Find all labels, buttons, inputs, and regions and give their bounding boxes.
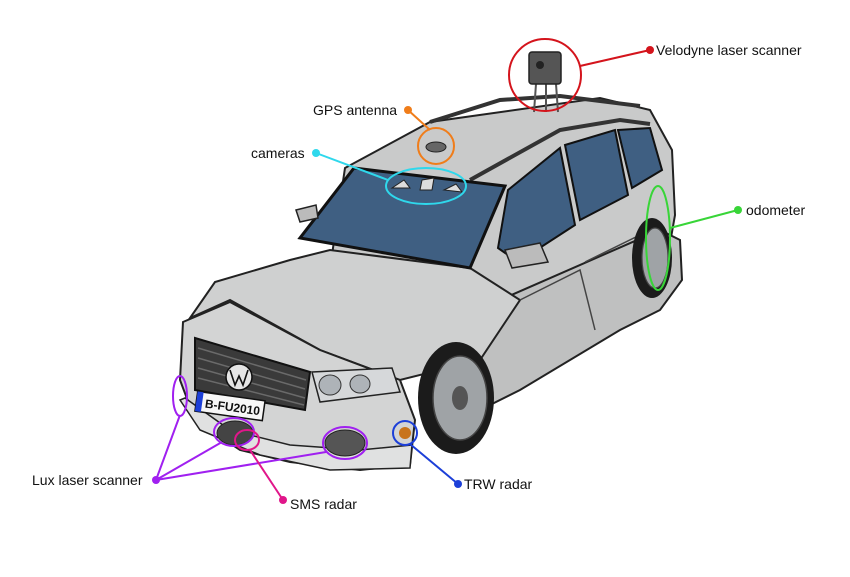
lux-marker xyxy=(152,476,160,484)
velodyne-annotation xyxy=(508,38,651,112)
headlight-lens xyxy=(318,374,342,396)
cameras-annotation xyxy=(315,152,467,205)
sms-annotation xyxy=(234,429,284,501)
odometer-marker xyxy=(734,206,742,214)
side-window-front xyxy=(496,146,577,264)
front-right-wheel xyxy=(418,342,494,454)
odometer-label: odometer xyxy=(746,202,806,218)
side-window-middle xyxy=(563,128,630,222)
trw-radar-label: TRW radar xyxy=(464,476,533,492)
sms-radar-label: SMS radar xyxy=(290,496,357,512)
camera-devices xyxy=(390,177,464,193)
odometer-annotation xyxy=(645,185,739,291)
lux-laser-scanner-label: Lux laser scanner xyxy=(32,472,143,488)
velodyne-label: Velodyne laser scanner xyxy=(656,42,802,58)
mirror-right xyxy=(503,242,550,269)
gps-marker xyxy=(404,106,412,114)
roof-rail-left xyxy=(429,93,641,124)
gps-device xyxy=(425,141,447,153)
velodyne-device xyxy=(528,51,562,113)
headlight-lens-2 xyxy=(349,374,371,394)
velodyne-marker xyxy=(646,46,654,54)
trw-marker xyxy=(454,480,462,488)
license-plate: B-FU2010 xyxy=(194,390,266,422)
sms-marker xyxy=(279,496,287,504)
trw-device xyxy=(399,427,411,439)
fog-light xyxy=(324,429,366,457)
cameras-label: cameras xyxy=(251,145,305,161)
gps-annotation xyxy=(407,109,455,165)
mirror-left xyxy=(295,204,319,223)
rear-right-wheel xyxy=(632,218,672,298)
trw-annotation xyxy=(392,420,459,485)
gps-antenna-label: GPS antenna xyxy=(313,102,398,118)
door-line xyxy=(519,268,596,331)
roof-rail-right xyxy=(469,117,651,182)
vw-logo xyxy=(225,363,253,391)
side-window-rear xyxy=(616,126,664,190)
cameras-marker xyxy=(312,149,320,157)
